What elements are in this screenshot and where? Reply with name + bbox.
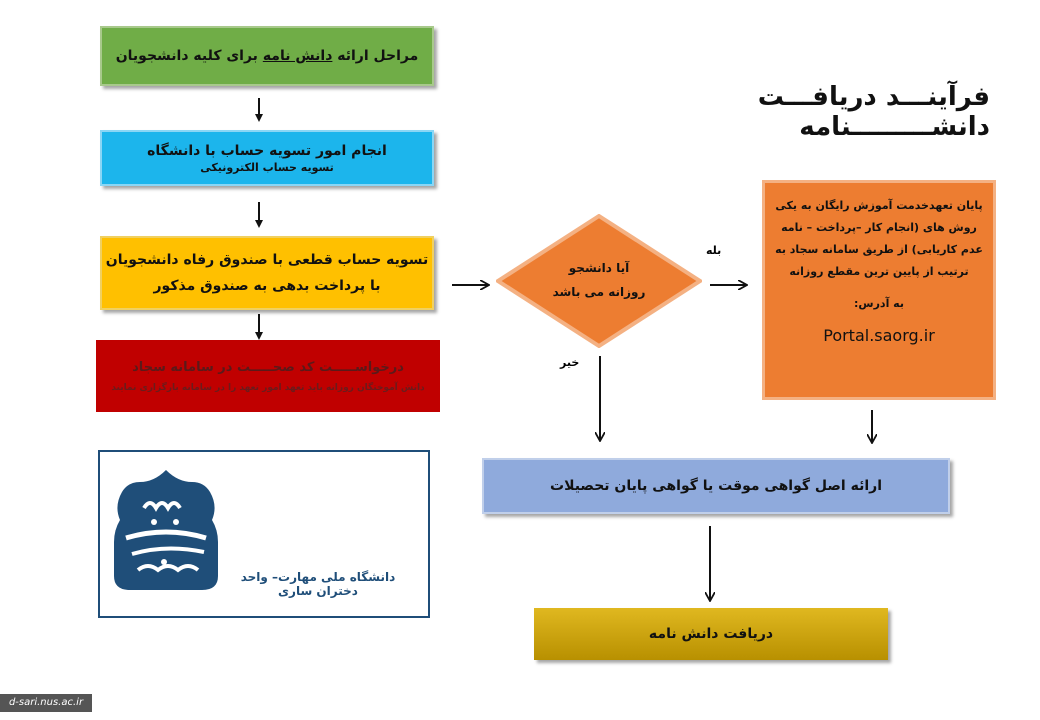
page-title: فرآینـــد دریافـــت دانشـــــــــنامه [757, 82, 990, 142]
decision-diamond [496, 214, 702, 348]
step-4-box: درخواســـــت کد صحـــــت در سامانه سجاد … [96, 340, 440, 412]
step-3-line2: با پرداخت بدهی به صندوق مذکور [153, 278, 381, 294]
step-1-text: مراحل ارائه دانش نامه برای کلیه دانشجویا… [115, 48, 419, 64]
step-2-box: انجام امور تسویه حساب با دانشگاه تسویه ح… [100, 130, 434, 186]
step-4-main: درخواســـــت کد صحـــــت در سامانه سجاد [132, 359, 404, 375]
info-line-1: پایان تعهدخدمت آموزش رایگان به یکی [775, 199, 983, 212]
certificate-box: ارائه اصل گواهی موقت یا گواهی پایان تحصی… [482, 458, 950, 514]
step-1-box: مراحل ارائه دانش نامه برای کلیه دانشجویا… [100, 26, 434, 86]
step-1-underlined: دانش نامه [262, 48, 333, 64]
no-label: خیر [560, 356, 580, 369]
address-label: به آدرس: [854, 297, 904, 310]
info-line-2: روش های (انجام کار –پرداخت – نامه [781, 221, 977, 234]
step-3-line1: تسویه حساب قطعی با صندوق رفاه دانشجویان [105, 252, 429, 268]
university-logo-icon [114, 470, 218, 590]
step-4-sub: دانش آموختگان روزانه باید تعهد امور تعهد… [111, 382, 425, 393]
decision-text: آیا دانشجو روزانه می باشد [552, 261, 646, 299]
step-2-main: انجام امور تسویه حساب با دانشگاه [147, 142, 387, 159]
yes-label: بله [706, 244, 722, 257]
info-line-3: عدم کاریابی) از طریق سامانه سجاد به [775, 243, 983, 256]
info-box: پایان تعهدخدمت آموزش رایگان به یکی روش ه… [762, 180, 996, 400]
final-box: دریافت دانش نامه [534, 608, 888, 660]
watermark: d-sari.nus.ac.ir [0, 694, 92, 712]
logo-box: دانشگاه ملی مهارت– واحد دختران ساری [98, 450, 430, 618]
step-2-sub: تسویه حساب الکترونیکی [200, 160, 334, 174]
logo-caption: دانشگاه ملی مهارت– واحد دختران ساری [240, 570, 396, 598]
portal-url: Portal.saorg.ir [823, 326, 935, 345]
info-line-4: ترتیب از پایین ترین مقطع روزانه [789, 265, 969, 278]
step-3-box: تسویه حساب قطعی با صندوق رفاه دانشجویان … [100, 236, 434, 310]
